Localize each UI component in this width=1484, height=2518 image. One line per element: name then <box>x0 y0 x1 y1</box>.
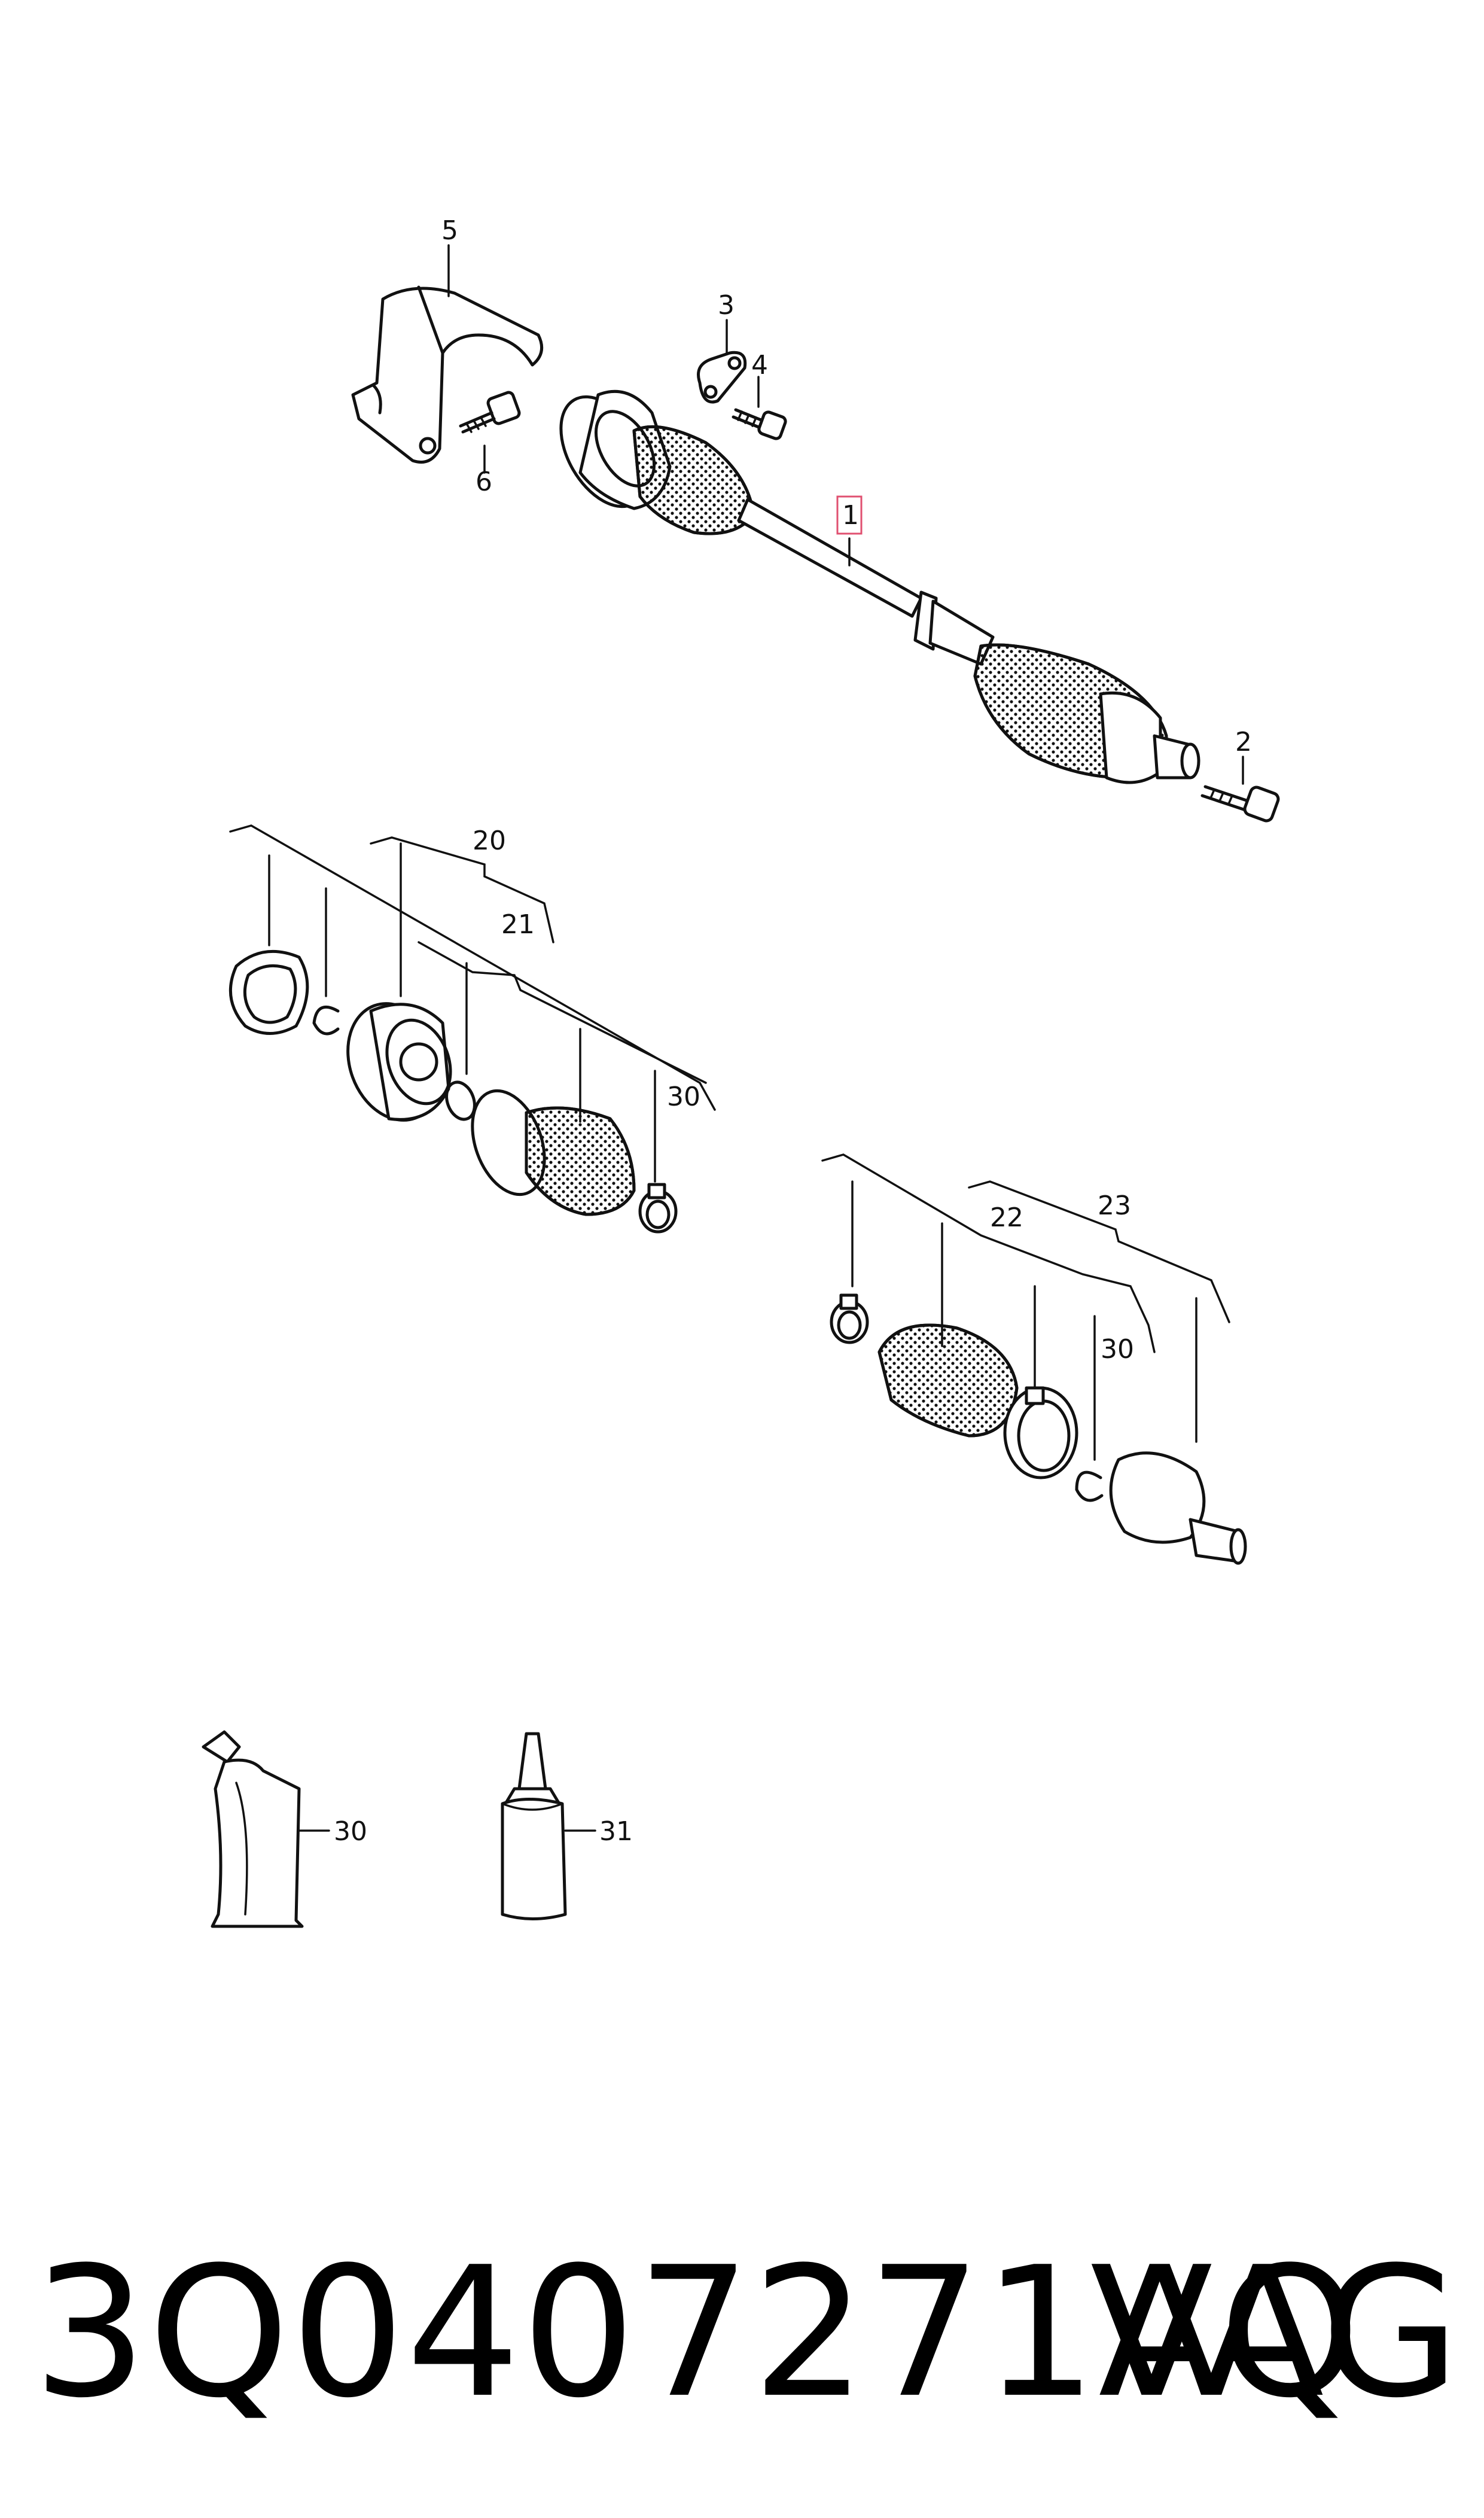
inner-joint-kit-group <box>228 824 716 1234</box>
bolt-part-4 <box>732 376 787 440</box>
sealant-bottle-part-31 <box>501 1732 596 1920</box>
highlight-box <box>836 495 863 535</box>
brand-name: VAG <box>1090 2228 1460 2437</box>
callout-1: 1 <box>842 500 859 531</box>
part-number: 3Q0407271AQ <box>33 2228 1362 2437</box>
bolt-part-2 <box>1200 756 1280 823</box>
callout-6: 6 <box>476 467 492 497</box>
callout-2: 2 <box>1235 727 1252 757</box>
callout-31: 31 <box>599 1816 633 1847</box>
callout-5: 5 <box>441 215 458 246</box>
callout-21: 21 <box>501 909 535 940</box>
callout-23: 23 <box>1098 1191 1131 1221</box>
footer: 3Q0407271AQ VAG <box>0 2237 1484 2429</box>
callout-30-a: 30 <box>667 1082 700 1112</box>
lock-plate-part-3 <box>697 319 747 404</box>
callout-20: 20 <box>473 826 506 856</box>
outer-joint-kit-group <box>821 1153 1247 1565</box>
drive-shaft-part-1 <box>559 389 1200 784</box>
callout-4: 4 <box>751 350 768 380</box>
grease-tube-part-30 <box>202 1730 330 1928</box>
callout-3: 3 <box>718 290 735 321</box>
callout-30-b: 30 <box>1101 1334 1134 1365</box>
heat-shield-part-5 <box>351 244 544 464</box>
callout-22: 22 <box>990 1202 1023 1233</box>
bolt-part-6 <box>459 391 521 474</box>
callout-30-c: 30 <box>334 1816 367 1847</box>
